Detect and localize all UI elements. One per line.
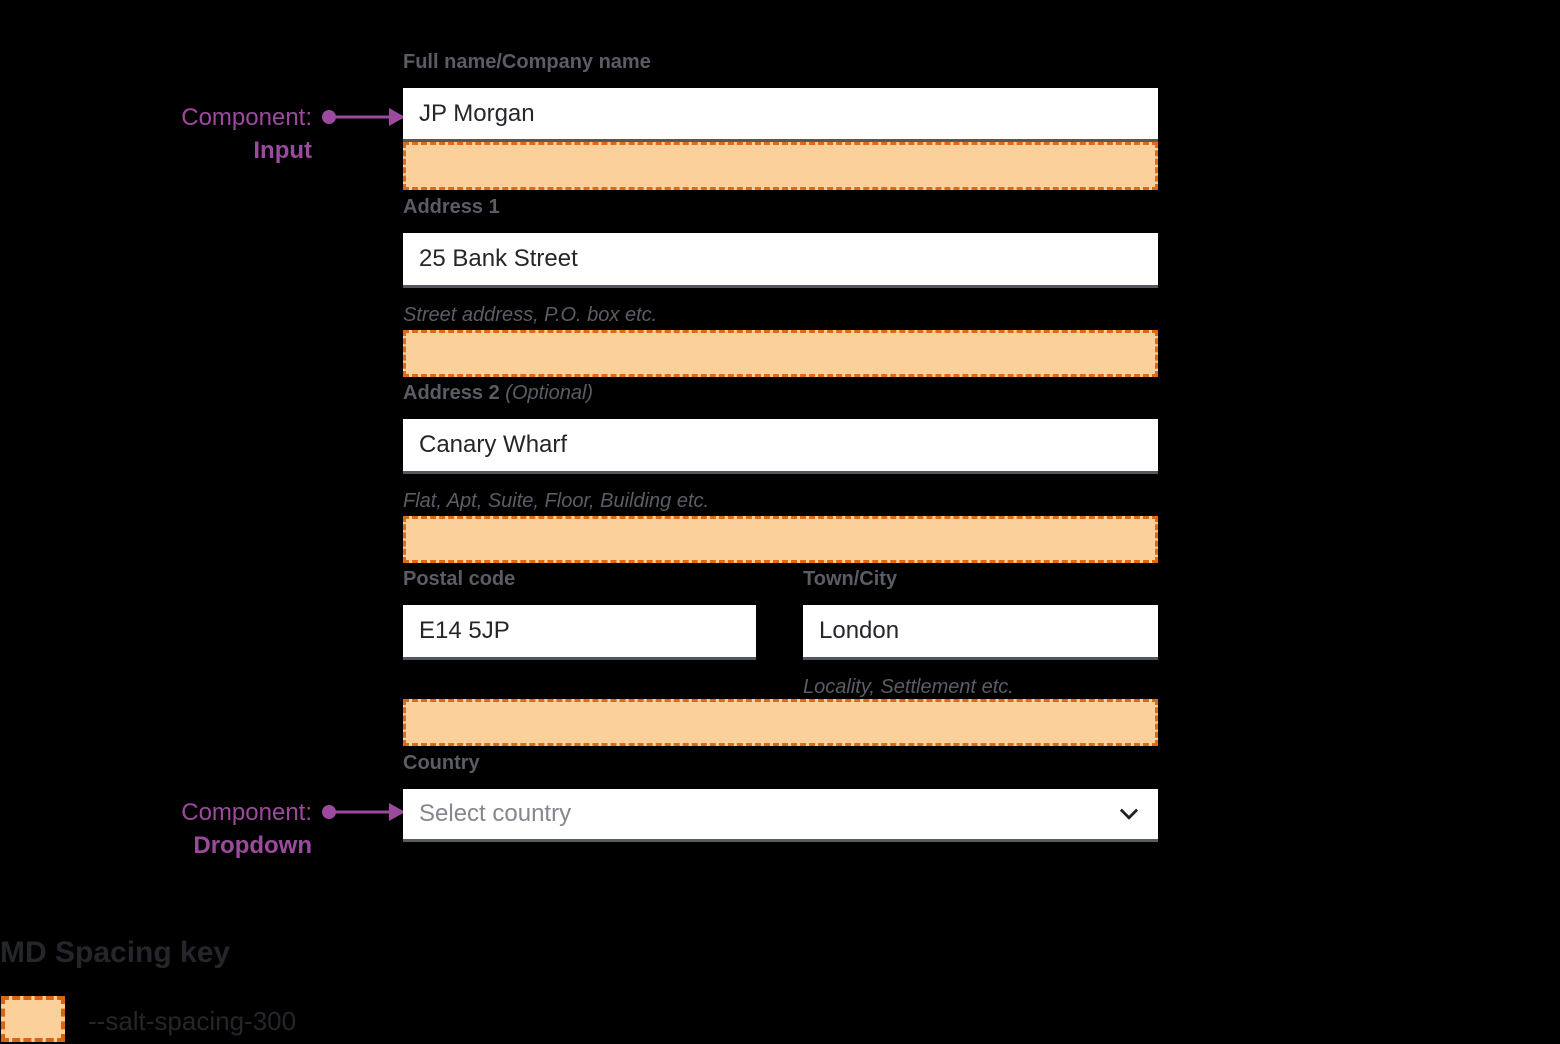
address2-input[interactable] (403, 419, 1158, 474)
postal-town-row: Postal code Town/City Locality, Settleme… (403, 568, 1158, 699)
chevron-down-icon (1119, 808, 1139, 820)
optional-label-suffix: (Optional) (505, 382, 594, 404)
town-city-column: Town/City Locality, Settlement etc. (803, 568, 1158, 699)
spacing-key-label: --salt-spacing-300 (88, 1006, 297, 1036)
address2-label-text: Address 2 (403, 382, 500, 404)
arrow-connector-dropdown (322, 803, 405, 821)
spacing-block-300 (403, 142, 1158, 190)
address2-helper: Flat, Apt, Suite, Floor, Building etc. (403, 490, 710, 512)
annotation-component-name: Input (253, 137, 312, 164)
town-city-helper: Locality, Settlement etc. (803, 676, 1014, 698)
annotation-component-input: Component: Input (100, 101, 312, 167)
full-name-label: Full name/Company name (403, 51, 651, 73)
annotation-component-name: Dropdown (193, 832, 312, 859)
spacing-key-swatch (1, 996, 65, 1042)
spacing-block-300 (403, 699, 1158, 746)
address1-label: Address 1 (403, 196, 500, 218)
country-dropdown-placeholder: Select country (419, 800, 572, 827)
town-city-label: Town/City (803, 568, 898, 590)
spacing-block-300 (403, 516, 1158, 563)
arrow-connector-input (322, 108, 405, 126)
spacing-block-300 (403, 330, 1158, 377)
country-label: Country (403, 752, 480, 774)
spacing-key-title: MD Spacing key (0, 936, 231, 969)
full-name-input[interactable] (403, 88, 1158, 142)
country-dropdown[interactable]: Select country (403, 789, 1158, 842)
postal-code-input[interactable] (403, 605, 756, 660)
postal-code-column: Postal code (403, 568, 756, 699)
address1-input[interactable] (403, 233, 1158, 288)
annotation-prefix: Component: (181, 799, 312, 826)
address2-label: Address 2 (Optional) (403, 382, 1158, 405)
address-form: Full name/Company name Address 1 Street … (403, 51, 1158, 842)
address1-helper: Street address, P.O. box etc. (403, 304, 658, 326)
annotation-component-dropdown: Component: Dropdown (100, 796, 312, 862)
town-city-input[interactable] (803, 605, 1158, 660)
postal-code-label: Postal code (403, 568, 516, 590)
annotation-prefix: Component: (181, 104, 312, 131)
